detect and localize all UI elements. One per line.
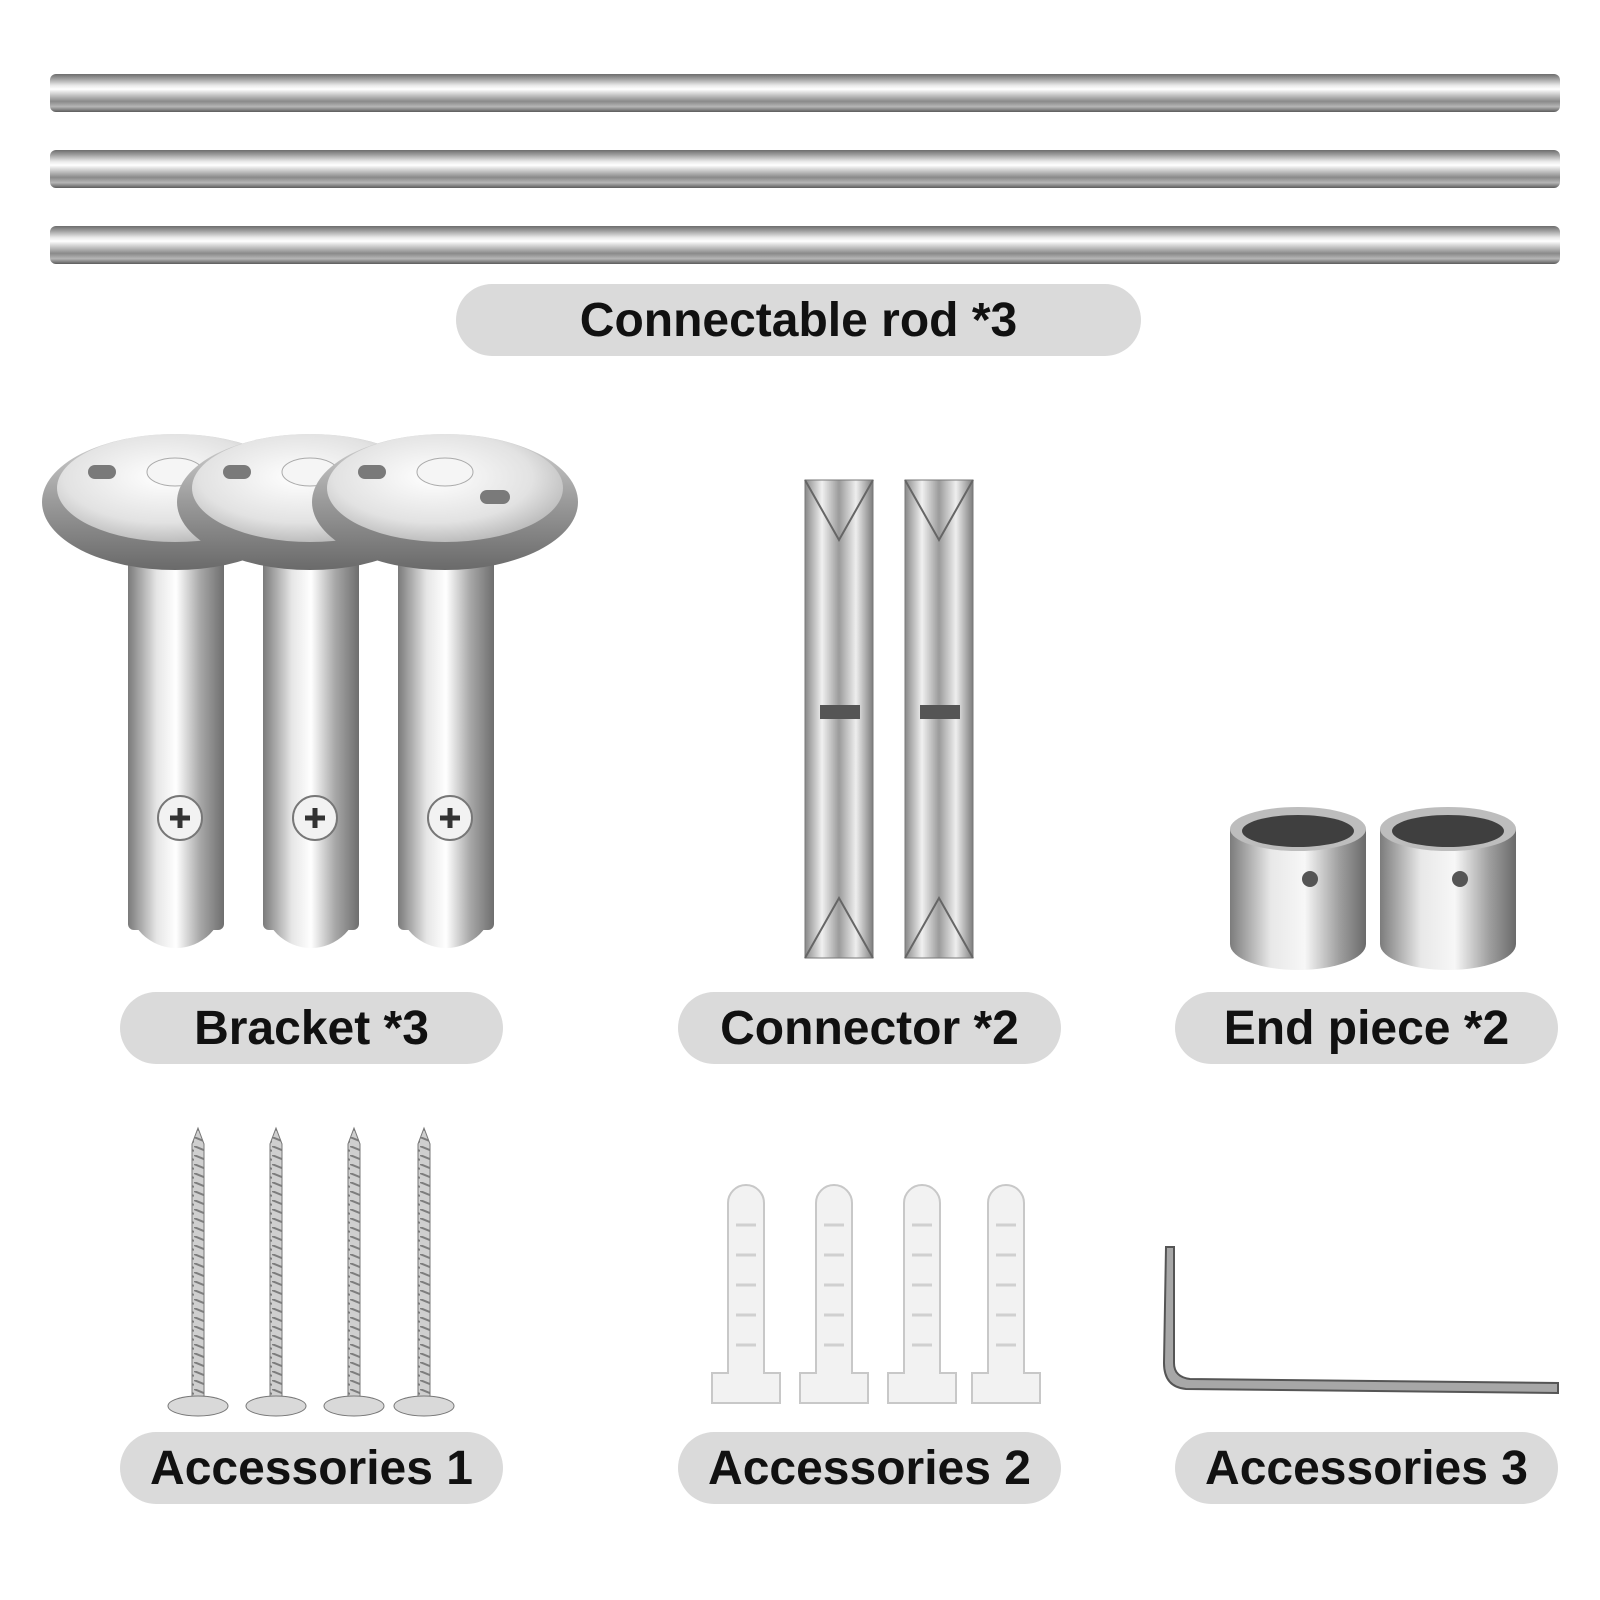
label-connector: Connector *2	[678, 992, 1061, 1064]
bracket-group	[42, 434, 578, 948]
wall-plug-icon	[711, 1184, 781, 1404]
screw-group	[167, 1126, 455, 1417]
connector-icon	[804, 479, 874, 959]
bracket-icon	[312, 434, 578, 948]
label-end-piece: End piece *2	[1175, 992, 1558, 1064]
label-accessories-1: Accessories 1	[120, 1432, 503, 1504]
label-accessories-3: Accessories 3	[1175, 1432, 1558, 1504]
rod-icon	[50, 74, 1560, 112]
connector-icon	[904, 479, 974, 959]
end-piece-icon	[1230, 807, 1366, 970]
wall-plug-icon	[887, 1184, 957, 1404]
wall-plug-icon	[799, 1184, 869, 1404]
hex-key-icon	[1162, 1246, 1559, 1395]
end-piece-group	[1230, 807, 1516, 970]
rod-icon	[50, 226, 1560, 264]
screw-icon	[167, 1126, 229, 1417]
wall-plug-group	[711, 1184, 1041, 1404]
label-accessories-2: Accessories 2	[678, 1432, 1061, 1504]
label-bracket: Bracket *3	[120, 992, 503, 1064]
screw-icon	[393, 1126, 455, 1417]
connector-group	[804, 479, 974, 959]
screw-icon	[323, 1126, 385, 1417]
screw-icon	[245, 1126, 307, 1417]
rod-icon	[50, 150, 1560, 188]
label-rods: Connectable rod *3	[456, 284, 1141, 356]
end-piece-icon	[1380, 807, 1516, 970]
wall-plug-icon	[971, 1184, 1041, 1404]
